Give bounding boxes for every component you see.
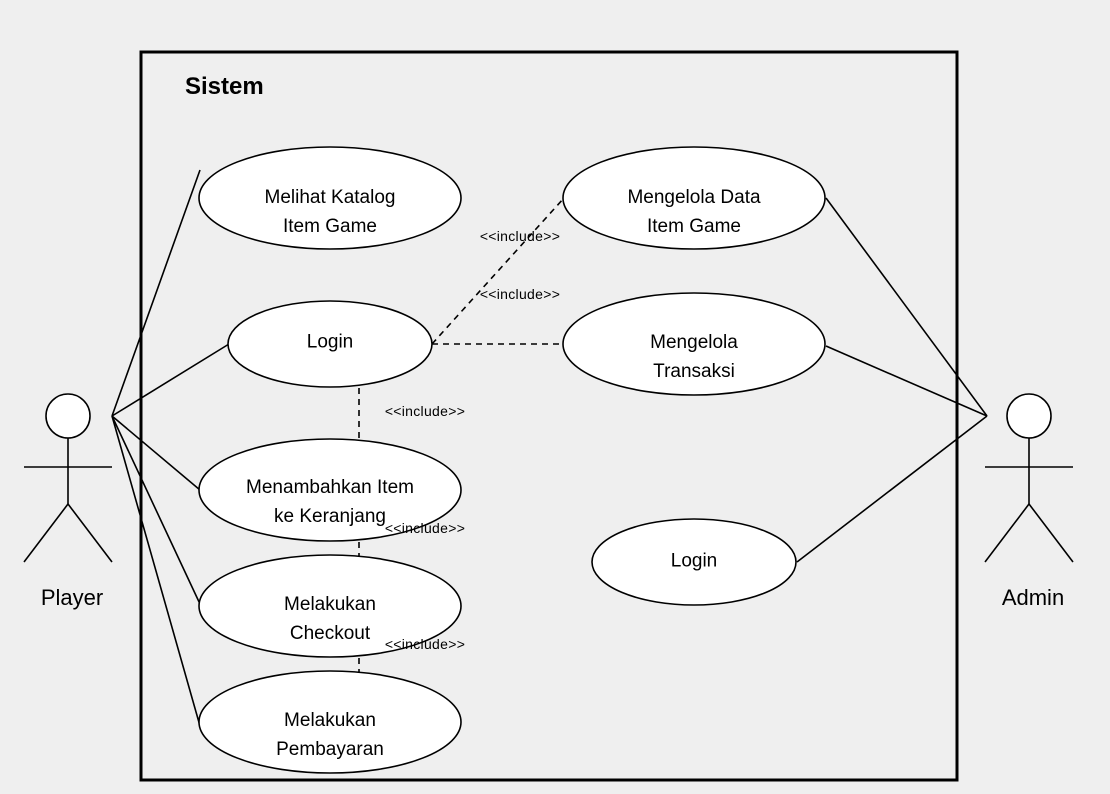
assoc-admin-data: [825, 197, 988, 417]
assoc-player-login: [111, 343, 230, 417]
uc-melakukan-pembayaran-ellipse[interactable]: [198, 670, 462, 774]
uc-login-player-ellipse[interactable]: [227, 300, 433, 388]
uc-mengelola-transaksi-ellipse[interactable]: [562, 292, 826, 396]
system-boundary: [139, 50, 959, 782]
player-actor-icon[interactable]: [23, 393, 113, 563]
assoc-player-keranjang: [111, 415, 201, 491]
uc-login-admin-ellipse[interactable]: [591, 518, 797, 606]
assoc-admin-transaksi: [825, 345, 988, 417]
assoc-admin-login: [796, 415, 988, 563]
admin-associations: [796, 197, 988, 563]
uc-melakukan-checkout-ellipse[interactable]: [198, 554, 462, 658]
admin-actor-icon[interactable]: [984, 393, 1074, 563]
assoc-player-pembayaran: [111, 415, 201, 727]
player-associations: [111, 169, 230, 727]
assoc-player-katalog: [111, 169, 201, 417]
uc-mengelola-data-ellipse[interactable]: [562, 146, 826, 250]
use-case-ellipses: [198, 146, 826, 774]
uc-melihat-katalog-ellipse[interactable]: [198, 146, 462, 250]
uc-menambahkan-item-ellipse[interactable]: [198, 438, 462, 542]
assoc-player-checkout: [111, 415, 201, 605]
include-line-data: [431, 197, 565, 345]
